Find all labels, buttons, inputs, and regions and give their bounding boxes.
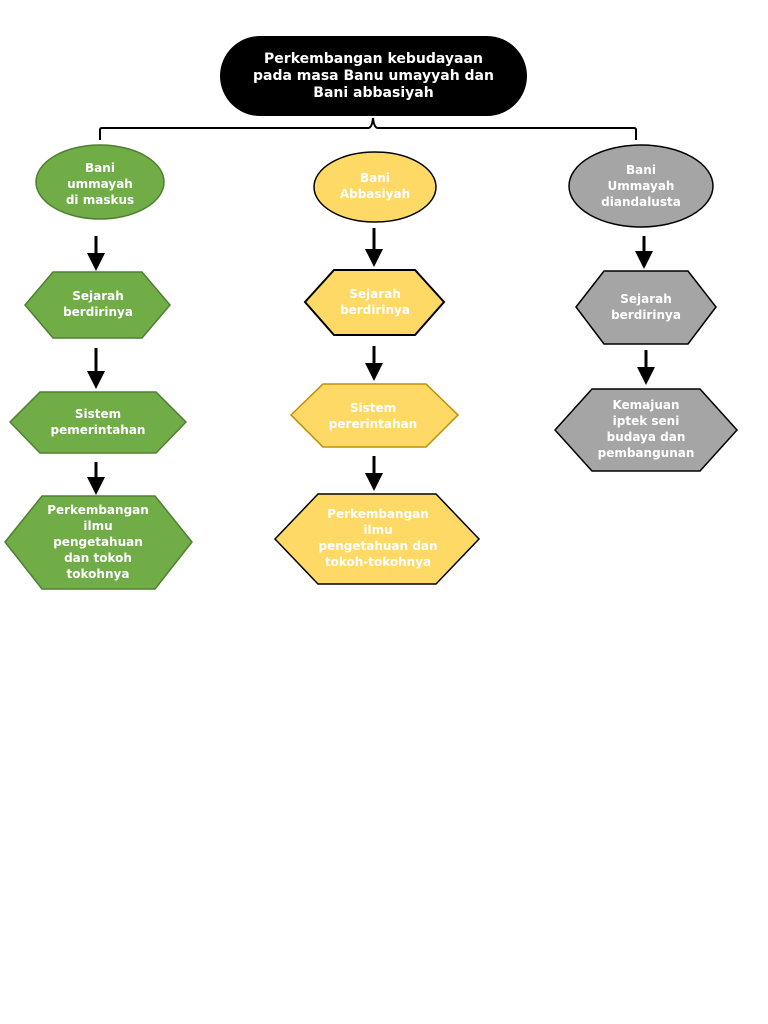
branch-3-head-ellipse xyxy=(568,144,714,228)
branch-2-hex-3 xyxy=(273,493,481,585)
branch-2-item-1-label: Sejarah berdirinya xyxy=(340,287,410,317)
title-text: Perkembangan kebudayaan pada masa Banu u… xyxy=(253,50,494,101)
branch-3-head-label: Bani Ummayah diandalusta xyxy=(601,163,681,209)
branch-1-hex-2 xyxy=(8,391,188,454)
bracket-connector xyxy=(99,117,637,140)
branch-1-head-ellipse xyxy=(35,144,165,220)
branch-1-item-3-label: Perkembangan ilmu pengetahuan dan tokoh … xyxy=(47,503,149,581)
branch-3-hex-2 xyxy=(553,388,739,472)
branch-3-hex-1 xyxy=(575,270,717,345)
branch-2-head-label: Bani Abbasiyah xyxy=(339,171,411,201)
title-pill xyxy=(220,36,527,116)
branch-2-hex-2 xyxy=(289,383,460,448)
branch-1-item-2-label: Sistem pemerintahan xyxy=(50,407,146,437)
branch-1-hex-1 xyxy=(24,271,171,339)
branch-3-item-1-label: Sejarah berdirinya xyxy=(611,292,681,322)
branch-2-head-ellipse xyxy=(313,151,437,223)
branch-3-item-2-label: Kemajuan iptek seni budaya dan pembangun… xyxy=(597,398,695,460)
branch-1-item-1-label: Sejarah berdirinya xyxy=(63,289,133,319)
branch-2-item-2-label: Sistem pererintahan xyxy=(328,401,418,431)
branch-2-item-3-label: Perkembangan ilmu pengetahuan dan tokoh-… xyxy=(318,507,438,569)
branch-2-hex-1 xyxy=(303,269,446,336)
branch-1-hex-3 xyxy=(4,495,193,590)
branch-1-head-label: Bani ummayah di maskus xyxy=(65,161,135,207)
